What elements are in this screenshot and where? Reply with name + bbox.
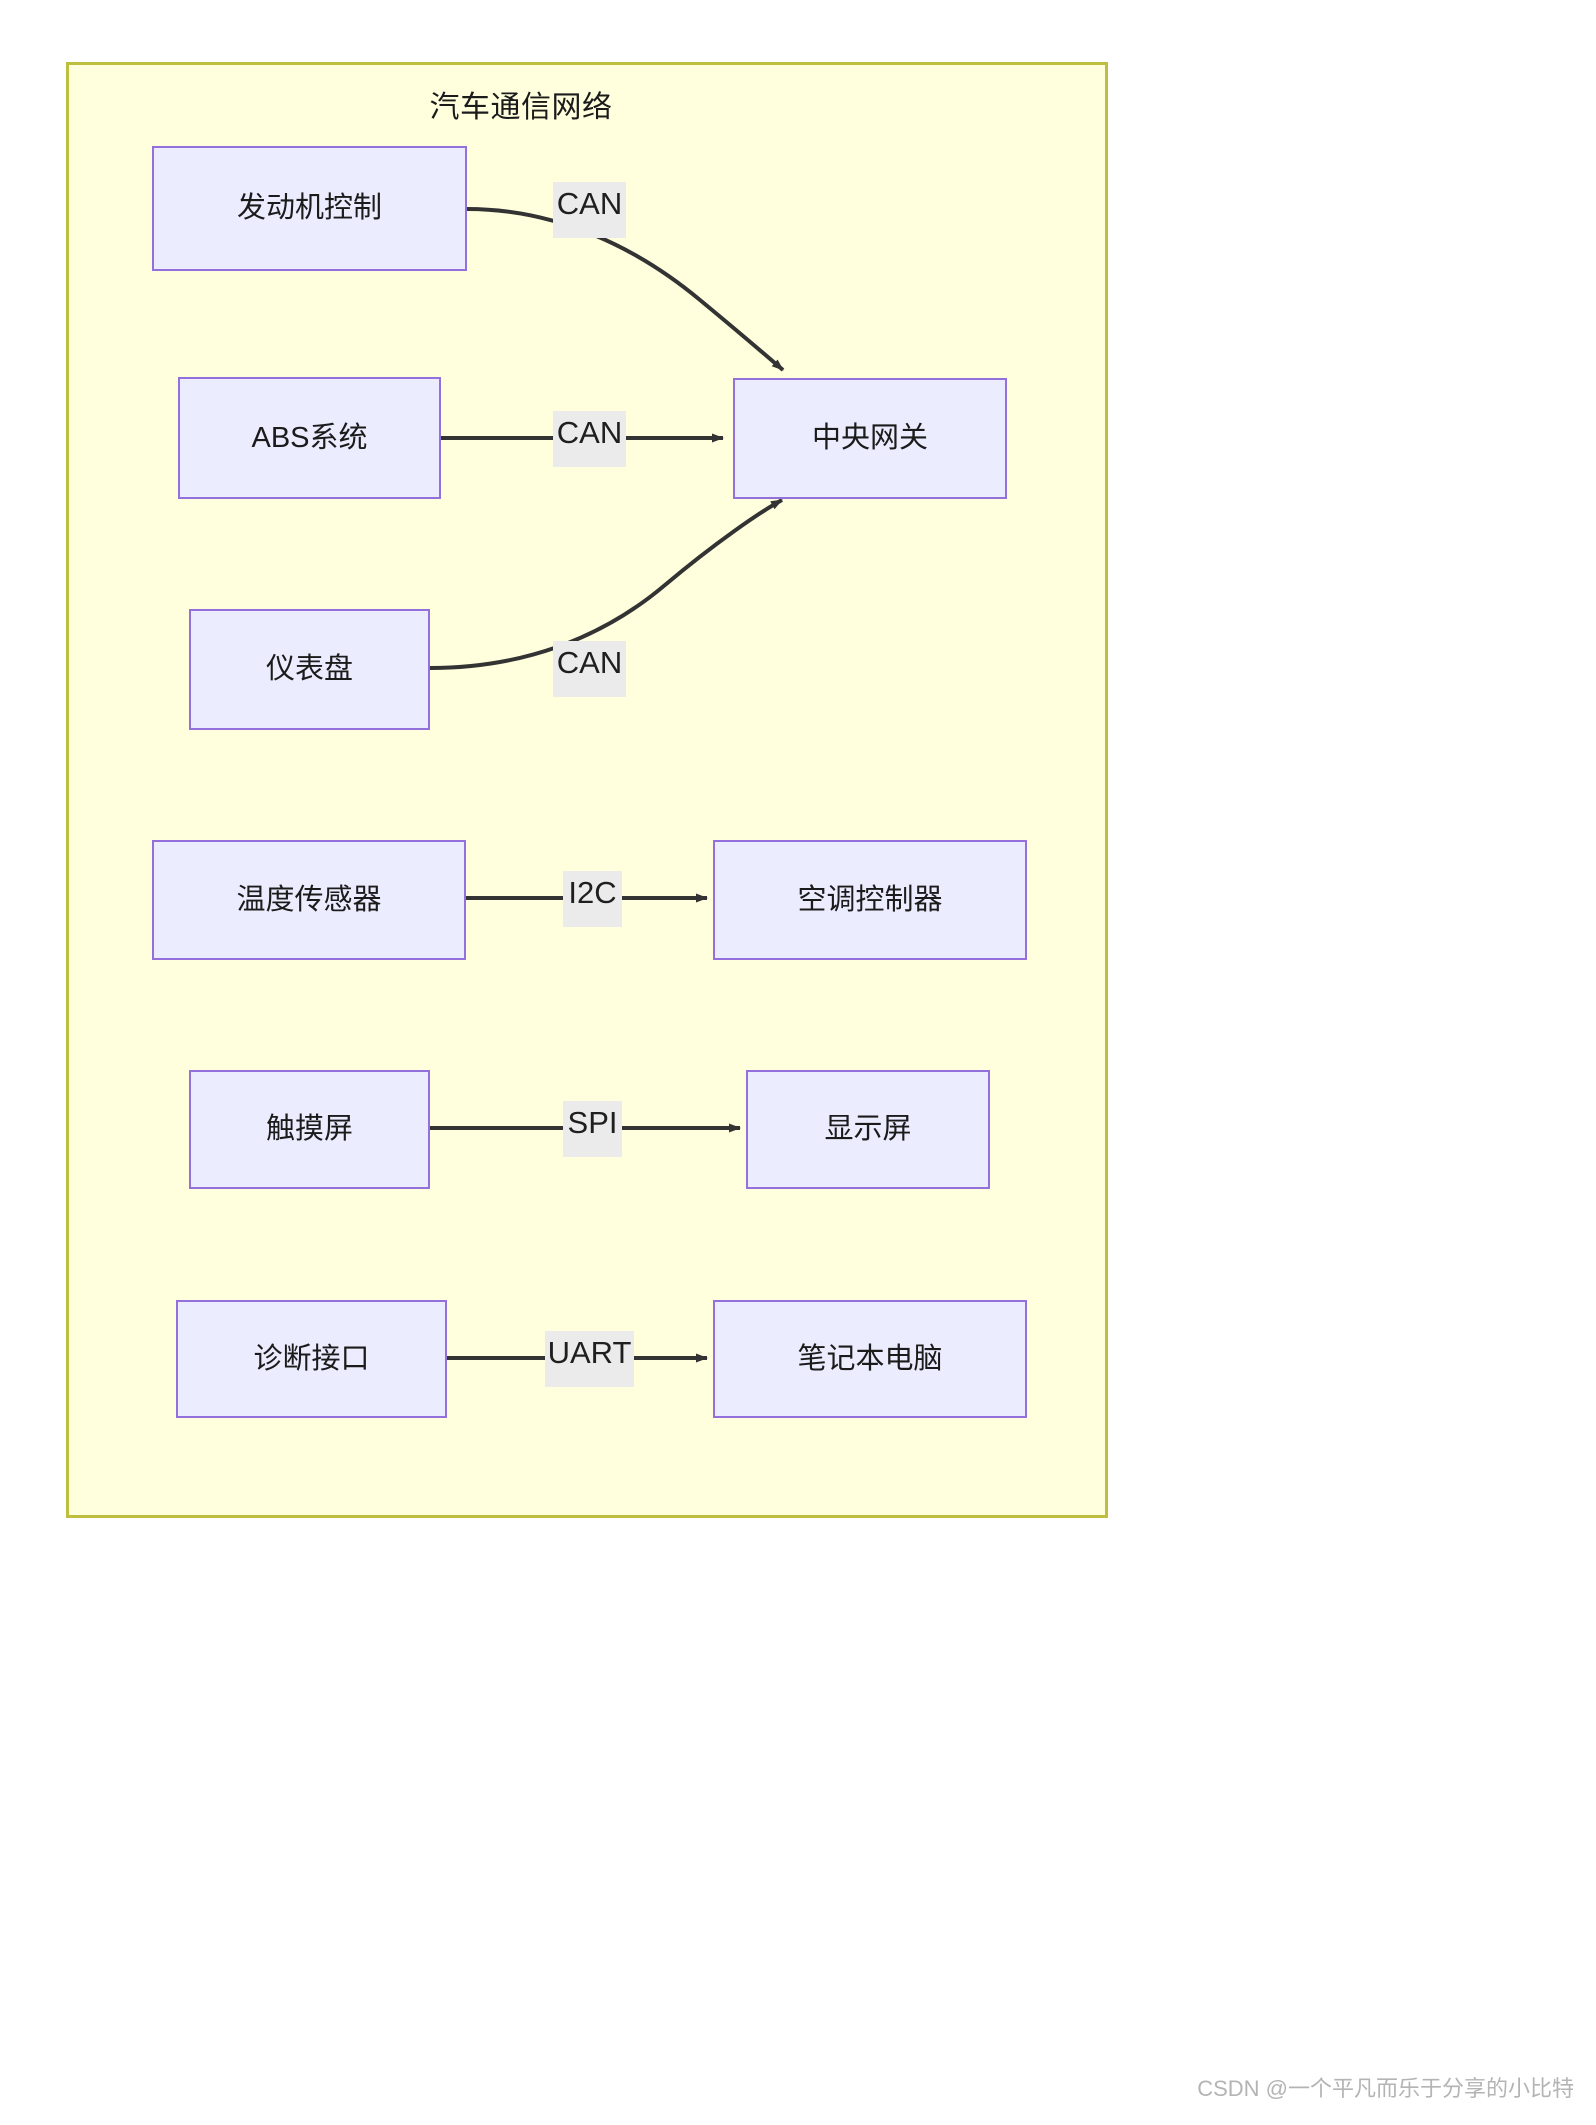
node-central-gateway[interactable]: 中央网关 (733, 378, 1007, 499)
node-engine-control[interactable]: 发动机控制 (152, 146, 467, 271)
node-label-central-gateway: 中央网关 (811, 422, 928, 454)
node-label-touchscreen: 触摸屏 (265, 1113, 353, 1145)
edge-label-spi: SPI (563, 1101, 622, 1157)
edge-label-engine-can: CAN (553, 182, 626, 238)
edge-label-text: CAN (556, 415, 623, 450)
node-label-diagnostic-port: 诊断接口 (253, 1342, 370, 1375)
node-instrument-cluster[interactable]: 仪表盘 (189, 609, 430, 730)
node-label-instrument-cluster: 仪表盘 (265, 653, 353, 685)
edge-label-uart: UART (545, 1331, 634, 1387)
edge-label-text: SPI (567, 1105, 618, 1140)
node-abs-system[interactable]: ABS系统 (178, 377, 441, 499)
node-diagnostic-port[interactable]: 诊断接口 (176, 1300, 447, 1418)
node-laptop[interactable]: 笔记本电脑 (713, 1300, 1027, 1418)
edge-label-text: CAN (556, 645, 623, 680)
node-temperature-sensor[interactable]: 温度传感器 (152, 840, 466, 960)
node-display[interactable]: 显示屏 (746, 1070, 990, 1189)
node-label-display: 显示屏 (824, 1113, 912, 1145)
edge-label-cluster-can: CAN (553, 641, 626, 697)
edge-label-abs-can: CAN (553, 411, 626, 467)
node-touchscreen[interactable]: 触摸屏 (189, 1070, 430, 1189)
edge-label-i2c: I2C (563, 871, 622, 927)
edge-label-text: CAN (556, 186, 623, 221)
node-label-abs-system: ABS系统 (251, 421, 368, 454)
node-label-temperature-sensor: 温度传感器 (236, 883, 382, 916)
node-hvac-controller[interactable]: 空调控制器 (713, 840, 1027, 960)
edge-label-text: UART (547, 1335, 632, 1370)
edge-label-text: I2C (568, 875, 617, 910)
node-label-engine-control: 发动机控制 (236, 192, 382, 224)
node-label-laptop: 笔记本电脑 (797, 1342, 943, 1375)
node-label-hvac-controller: 空调控制器 (797, 883, 943, 916)
subgraph-title: 汽车通信网络 (429, 91, 613, 124)
csdn-watermark: CSDN @一个平凡而乐于分享的小比特 (1197, 2076, 1574, 2101)
